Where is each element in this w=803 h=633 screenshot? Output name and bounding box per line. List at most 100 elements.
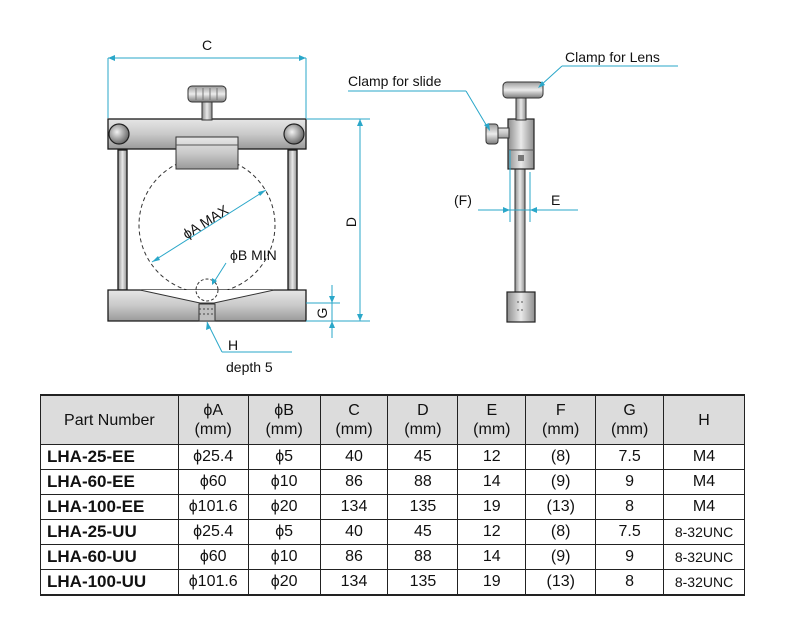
table-cell: 8-32UNC [663, 544, 745, 570]
table-cell: ϕ5 [247, 519, 321, 545]
part-number-cell: LHA-100-EE [40, 494, 179, 520]
dimension-d: D [306, 118, 370, 322]
column-header: Part Number [40, 394, 179, 445]
table-cell: 19 [457, 494, 527, 520]
dim-f-label: (F) [454, 192, 472, 208]
column-header-name: ϕA [203, 402, 224, 419]
table-cell: 9 [595, 469, 665, 495]
table-cell: 8 [595, 494, 665, 520]
table-cell: 8-32UNC [663, 569, 745, 596]
table-cell: 86 [319, 469, 389, 495]
column-header-name: F [555, 402, 566, 419]
table-cell: 40 [319, 519, 389, 545]
slide-block [175, 136, 239, 170]
table-cell: 14 [457, 544, 527, 570]
knob [187, 85, 227, 103]
side-top-block [507, 118, 535, 170]
column-header: F (mm) [525, 394, 597, 445]
table-cell: 12 [457, 444, 527, 470]
part-number-cell: LHA-25-UU [40, 519, 179, 545]
column-header-unit: (mm) [542, 421, 580, 438]
column-header: G (mm) [595, 394, 665, 445]
column-header-unit: (mm) [194, 421, 232, 438]
table-cell: 88 [387, 544, 459, 570]
phi-b-min-label: ϕB MIN [230, 247, 277, 263]
table-cell: 7.5 [595, 519, 665, 545]
table-cell: 86 [319, 544, 389, 570]
table-cell: M4 [663, 444, 745, 470]
table-cell: 88 [387, 469, 459, 495]
column-header-name: Part Number [64, 411, 155, 429]
table-cell: (8) [525, 444, 597, 470]
table-cell: ϕ25.4 [177, 519, 249, 545]
column-header: H [663, 394, 745, 445]
column-header-name: ϕB [274, 402, 294, 419]
part-number-cell: LHA-25-EE [40, 444, 179, 470]
table-cell: 19 [457, 569, 527, 596]
clamp-lens-label: Clamp for Lens [565, 49, 660, 65]
table-cell: ϕ5 [247, 444, 321, 470]
clamp-slide-label: Clamp for slide [348, 73, 442, 89]
dim-d-label: D [343, 217, 359, 227]
dim-c-label: C [202, 37, 212, 53]
table-cell: 9 [595, 544, 665, 570]
table-cell: 8 [595, 569, 665, 596]
dim-h-label: H [228, 337, 238, 353]
table-cell: ϕ10 [247, 544, 321, 570]
table-cell: (9) [525, 544, 597, 570]
table-cell: 12 [457, 519, 527, 545]
table-cell: 14 [457, 469, 527, 495]
dimension-c: C [107, 37, 307, 118]
table-cell: ϕ10 [247, 469, 321, 495]
column-header-name: E [486, 402, 498, 419]
table-cell: ϕ20 [247, 569, 321, 596]
column-header: D (mm) [387, 394, 459, 445]
table-cell: (8) [525, 519, 597, 545]
column-header-unit: (mm) [335, 421, 373, 438]
table-cell: 40 [319, 444, 389, 470]
part-number-cell: LHA-60-EE [40, 469, 179, 495]
side-bottom-block [506, 291, 536, 323]
table-cell: ϕ60 [177, 544, 249, 570]
depth-label: depth 5 [226, 359, 273, 375]
part-number-cell: LHA-60-UU [40, 544, 179, 570]
table-cell: ϕ101.6 [177, 494, 249, 520]
table-cell: 45 [387, 519, 459, 545]
technical-drawing: C ϕA MAX ϕB MIN [107, 37, 678, 375]
side-knob [502, 81, 544, 99]
phi-a-max-label: ϕA MAX [180, 201, 232, 242]
table-cell: ϕ101.6 [177, 569, 249, 596]
dim-e-label: E [551, 192, 560, 208]
column-header-unit: (mm) [610, 421, 649, 438]
column-header-unit: (mm) [404, 421, 442, 438]
front-view: C ϕA MAX ϕB MIN [107, 37, 370, 375]
column-header: C (mm) [319, 394, 389, 445]
specs-table: Part Number ϕA (mm) ϕB (mm) C (mm) D (mm) E (mm) F (… [40, 394, 745, 596]
column-header-name: G [623, 402, 636, 419]
part-number-cell: LHA-100-UU [40, 569, 179, 596]
column-header: E (mm) [457, 394, 527, 445]
column-header-name: D [417, 402, 429, 419]
dim-g-label: G [314, 308, 330, 319]
table-cell: (9) [525, 469, 597, 495]
column-header: ϕB (mm) [247, 394, 321, 445]
column-header-unit: (mm) [265, 421, 303, 438]
table-cell: M4 [663, 469, 745, 495]
column-header-name: C [348, 402, 360, 419]
table-cell: 135 [387, 494, 459, 520]
column-header-name: H [698, 411, 710, 429]
table-cell: 134 [319, 569, 389, 596]
rod-min-outline [195, 278, 219, 302]
table-cell: 45 [387, 444, 459, 470]
table-cell: M4 [663, 494, 745, 520]
side-view: Clamp for Lens Clamp for slide (F) E [348, 49, 678, 323]
table-cell: ϕ60 [177, 469, 249, 495]
table-cell: 135 [387, 569, 459, 596]
column-header-unit: (mm) [473, 421, 511, 438]
column-header: ϕA (mm) [177, 394, 249, 445]
